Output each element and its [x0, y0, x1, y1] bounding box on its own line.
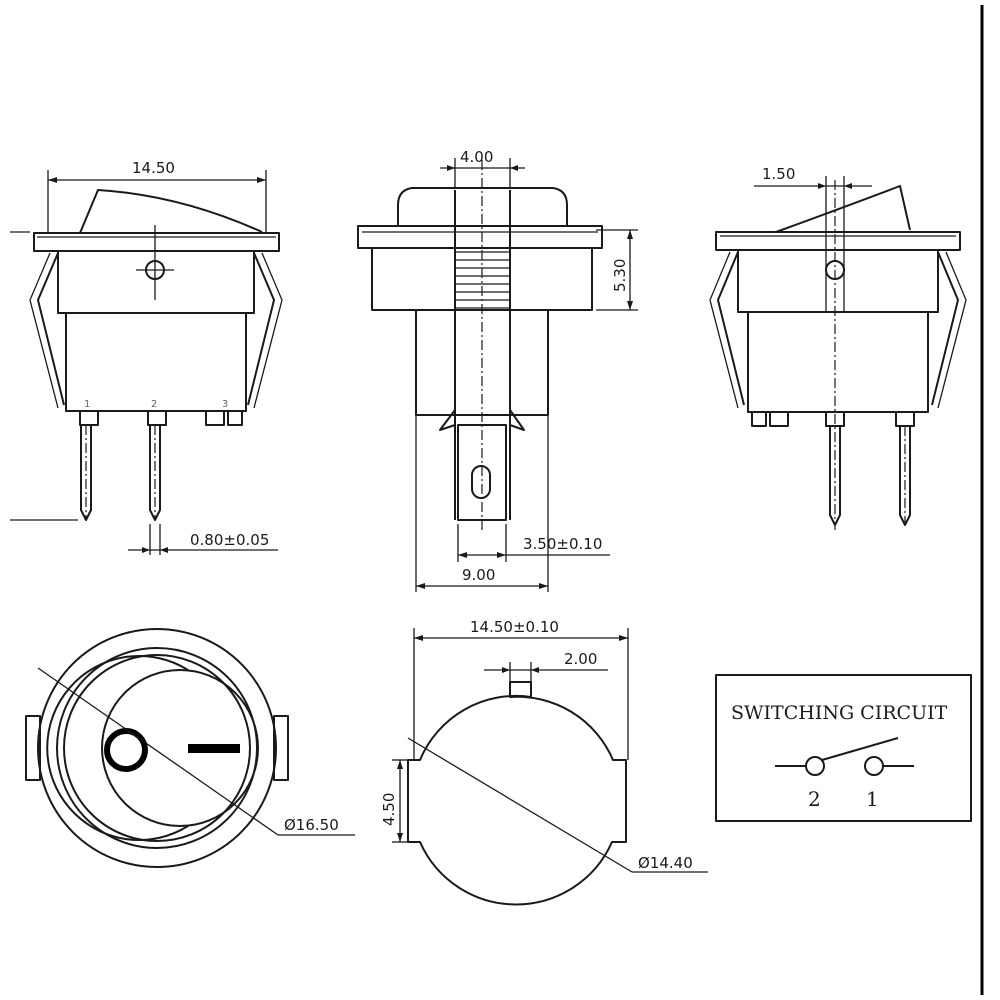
- switching-circuit-box: SWITCHING CIRCUIT 2 1: [715, 674, 972, 822]
- circuit-terminal-1: [864, 756, 884, 776]
- on-symbol: [188, 744, 240, 753]
- right-pin-a: [829, 426, 841, 526]
- pin-label-3: 3: [222, 399, 228, 410]
- right-flange: [715, 231, 961, 251]
- rocker-face: [101, 669, 259, 827]
- bezel-tab-right: [273, 715, 289, 781]
- circuit-title: SWITCHING CIRCUIT: [731, 702, 948, 724]
- side-view: 4.00 5.30 3.50±0.10 9.00: [357, 148, 638, 592]
- dim-side-actuator: 4.00: [460, 148, 493, 166]
- circuit-label-1: 1: [866, 787, 879, 811]
- dim-bezel-diameter: Ø16.50: [284, 816, 339, 834]
- dim-cutout-key: 2.00: [564, 650, 597, 668]
- dim-cutout-width: 14.50±0.10: [470, 618, 559, 636]
- dim-pin-width: 0.80±0.05: [190, 531, 269, 549]
- circuit-frame: [715, 674, 972, 822]
- panel-cutout: Ø14.40 14.50±0.10 2.00 4.50: [380, 618, 708, 906]
- side-flange: [357, 225, 603, 249]
- pin-label-1: 1: [84, 399, 90, 410]
- circuit-label-2: 2: [808, 787, 821, 811]
- front-rocker: [79, 189, 263, 234]
- dim-side-body: 9.00: [462, 566, 495, 584]
- front-view: 1 2 3 14.50 0.80±0.05: [10, 159, 283, 555]
- circuit-switch-arm: [821, 737, 899, 761]
- dim-side-tab: 3.50±0.10: [523, 535, 602, 553]
- front-clip-left: [37, 252, 65, 406]
- off-symbol: [104, 728, 148, 772]
- bezel-tab-left: [25, 715, 41, 781]
- bezel-inner-ring-2: [63, 654, 251, 842]
- circuit-terminal-2: [805, 756, 825, 776]
- right-rocker: [775, 185, 911, 233]
- front-flange: [33, 232, 280, 252]
- right-upper-body: [737, 249, 939, 313]
- dim-front-width: 14.50: [132, 159, 175, 177]
- dim-cutout-flat: 4.50: [380, 793, 398, 826]
- front-clip-right: [247, 252, 275, 406]
- right-lower-body: [747, 311, 929, 413]
- side-tab-hole: [471, 465, 491, 499]
- front-lower-body: [65, 312, 247, 412]
- dim-right-offset: 1.50: [762, 165, 795, 183]
- rocker-face-edge: [46, 655, 189, 841]
- dim-side-height: 5.30: [611, 259, 629, 292]
- bezel-outer-ring: [37, 628, 277, 868]
- dim-cutout-diameter: Ø14.40: [638, 854, 693, 872]
- pin-label-2: 2: [151, 399, 157, 410]
- bezel-top-view: Ø16.50: [25, 628, 355, 868]
- right-view: 1.50: [709, 165, 967, 530]
- cutout-outline: [407, 681, 627, 906]
